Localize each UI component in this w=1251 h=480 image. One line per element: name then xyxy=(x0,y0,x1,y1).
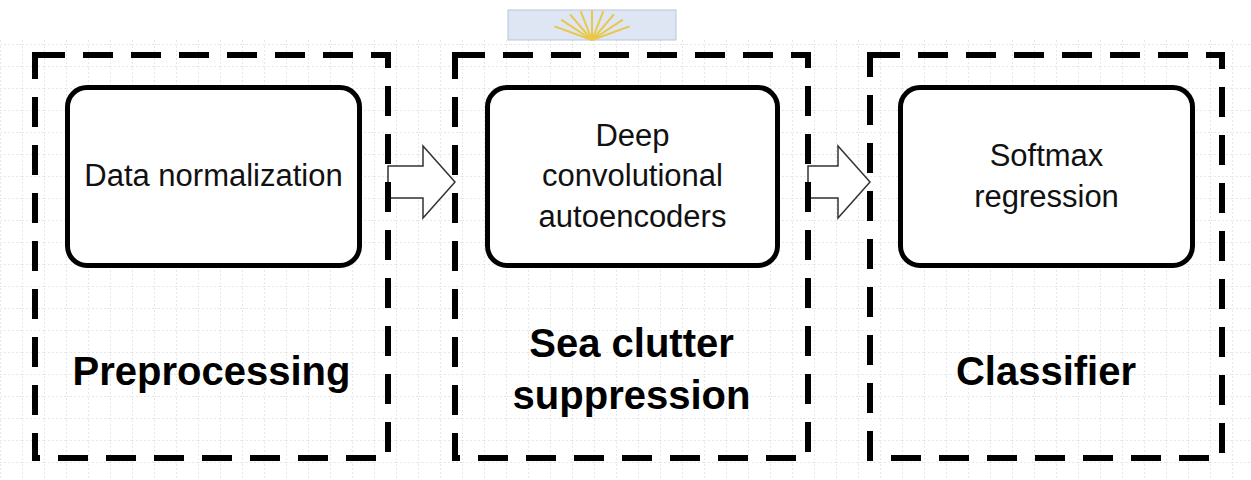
logo-ray xyxy=(592,26,629,40)
process-label: Data normalization xyxy=(70,156,356,196)
stage-group: Preprocessing Data normalization xyxy=(35,55,388,458)
stage-heading: Preprocessing xyxy=(55,345,368,397)
process-box: Data normalization xyxy=(65,85,362,268)
logo-ray xyxy=(591,10,593,40)
process-box: Softmax regression xyxy=(898,85,1195,268)
dashed-border xyxy=(870,55,1222,458)
block-arrow xyxy=(388,146,455,218)
process-box: Deep convolutional autoencoders xyxy=(485,85,780,268)
stage-group: Classifier Softmax regression xyxy=(870,55,1222,458)
stage-group: Sea clutter suppression Deep convolutiona… xyxy=(455,55,808,458)
process-label: Deep convolutional autoencoders xyxy=(490,116,775,237)
stage-heading: Classifier xyxy=(890,345,1202,397)
stage-heading: Sea clutter suppression xyxy=(475,317,788,421)
dashed-border xyxy=(455,55,808,458)
grid-pattern xyxy=(0,38,1251,480)
block-arrow xyxy=(808,146,870,218)
process-label: Softmax regression xyxy=(903,136,1190,217)
logo-ray xyxy=(581,11,592,40)
logo-watermark xyxy=(508,10,676,40)
logo-ray xyxy=(570,14,592,40)
dashed-border xyxy=(35,55,388,458)
